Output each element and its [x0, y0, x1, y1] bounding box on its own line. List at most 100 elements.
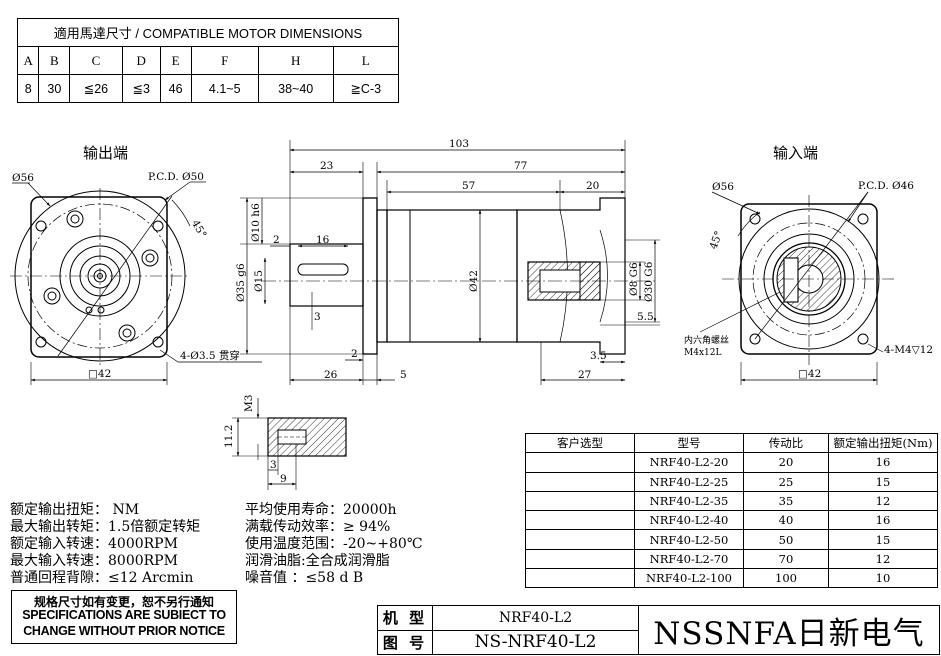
cell-ratio: 25 — [743, 471, 829, 492]
model-label: 机 型 — [377, 605, 433, 631]
spec-noise: 噪音值 ：≤58 d B — [245, 570, 364, 586]
dim-5-5: 5.5 — [637, 311, 654, 323]
cell-ratio: 100 — [743, 568, 829, 589]
output-end-view: 输出端 Ø56 P.C.D. Ø50 45° 4-Ø3.5 贯穿 □4 — [10, 144, 262, 385]
drawing-number-label: 图 号 — [377, 629, 433, 655]
key-m3: M3 — [243, 395, 255, 412]
dim-27: 27 — [578, 369, 591, 381]
cell-model: NRF40-L2-25 — [634, 471, 744, 492]
motor-col-letter: E — [159, 46, 192, 75]
dim-20: 20 — [586, 180, 599, 192]
input-dia56-label: Ø56 — [712, 181, 734, 193]
spec-change-notice: 规格尺寸如有变更，恕不另行通知 SPECIFICATIONS ARE SUBIE… — [11, 590, 237, 644]
model-col-header: 型号 — [634, 432, 744, 454]
cell-ratio: 70 — [743, 548, 829, 570]
cell-customer — [525, 510, 635, 531]
output-dia56-label: Ø56 — [12, 172, 34, 184]
notice-line-en1: SPECIFICATIONS ARE SUBIECT TO — [22, 608, 226, 622]
compatible-motor-table: 適用馬達尺寸 / COMPATIBLE MOTOR DIMENSIONS A B… — [16, 18, 399, 103]
model-col-header: 传动比 — [743, 432, 829, 454]
spec-efficiency: 满载传动效率：≥ 94% — [245, 519, 391, 535]
cell-torque: 15 — [828, 471, 938, 492]
input-end-view: 输入端 Ø56 P.C.D. Ø46 45° 内六角螺丝 M4x12L 4-M4… — [684, 144, 933, 385]
key-3: 3 — [270, 459, 277, 471]
cell-torque: 16 — [828, 510, 938, 531]
input-screw-size-label: M4x12L — [684, 348, 721, 358]
motor-value: 4.1~5 — [190, 74, 259, 103]
cell-torque: 10 — [828, 568, 938, 589]
cell-ratio: 20 — [743, 452, 829, 473]
cell-ratio: 40 — [743, 510, 829, 531]
spec-temperature: 使用温度范围：-20~+80℃ — [245, 536, 423, 552]
cell-customer — [525, 452, 635, 473]
cell-model: NRF40-L2-100 — [634, 568, 744, 589]
cell-torque: 12 — [828, 490, 938, 512]
motor-value: 38~40 — [257, 74, 334, 103]
output-holes-label: 4-Ø3.5 贯穿 — [180, 349, 240, 362]
cell-torque: 15 — [828, 529, 938, 550]
output-pcd-label: P.C.D. Ø50 — [148, 171, 204, 183]
motor-value: ≧C-3 — [332, 74, 399, 103]
motor-value: ≦26 — [69, 74, 123, 103]
dim-dia8: Ø8 G6 — [628, 262, 640, 296]
key-detail-view: M3 11.2 3 9 — [223, 395, 347, 490]
input-pcd-label: P.C.D. Ø46 — [858, 180, 914, 192]
model-col-header: 客户选型 — [525, 432, 635, 454]
spec-max-speed: 最大输入转速：8000RPM — [10, 553, 178, 569]
input-screw-label: 内六角螺丝 — [684, 334, 729, 346]
input-square-label: □42 — [798, 368, 821, 380]
dim-5: 5 — [400, 369, 407, 381]
spec-rated-torque: 额定输出扭矩： NM — [10, 502, 140, 518]
spec-backlash: 普通回程背隙：≤12 Arcmin — [10, 570, 194, 586]
drawing-number-value: NS-NRF40-L2 — [432, 629, 639, 655]
cell-torque: 12 — [828, 548, 938, 570]
motor-col-letter: L — [332, 46, 399, 75]
key-9: 9 — [280, 473, 287, 485]
output-view-label: 输出端 — [83, 144, 128, 162]
dim-dia10: Ø10 h6 — [250, 203, 262, 242]
motor-table-title: 適用馬達尺寸 / COMPATIBLE MOTOR DIMENSIONS — [17, 18, 399, 47]
dim-23: 23 — [320, 160, 333, 172]
dim-2a: 2 — [273, 234, 280, 246]
output-square-label: □42 — [88, 368, 111, 380]
specs-right: 平均使用寿命：20000h 满载传动效率：≥ 94% 使用温度范围：-20~+8… — [245, 502, 422, 587]
notice-line-cn: 规格尺寸如有变更，恕不另行通知 — [33, 595, 214, 609]
dim-3: 3 — [314, 311, 321, 323]
notice-line-en2: CHANGE WITHOUT PRIOR NOTICE — [23, 624, 225, 638]
dim-3-5: 3.5 — [590, 350, 607, 362]
cell-model: NRF40-L2-50 — [634, 529, 744, 550]
cell-model: NRF40-L2-40 — [634, 510, 744, 531]
model-col-header: 额定输出扭矩(Nm) — [828, 432, 938, 454]
title-block: 机 型 NRF40-L2 NSSNFA日新电气 图 号 NS-NRF40-L2 — [377, 605, 940, 655]
cell-customer — [525, 568, 635, 589]
cell-ratio: 50 — [743, 529, 829, 550]
input-view-label: 输入端 — [773, 144, 818, 162]
gearbox-body — [386, 209, 518, 343]
motor-value: ≦3 — [121, 74, 161, 103]
spec-rated-speed: 额定输入转速：4000RPM — [10, 536, 178, 552]
side-section-view: 103 23 77 57 20 2 16 3 2 26 5 27 3.5 5.5… — [235, 138, 660, 385]
spec-life: 平均使用寿命：20000h — [245, 502, 397, 518]
input-angle-label: 45° — [708, 229, 726, 251]
dim-26: 26 — [324, 369, 338, 381]
cell-customer — [525, 548, 635, 570]
cell-customer — [525, 471, 635, 492]
output-flange-square — [30, 196, 168, 358]
dim-dia15: Ø15 — [253, 270, 265, 292]
cell-torque: 16 — [828, 452, 938, 473]
cell-customer — [525, 529, 635, 550]
specs-left: 额定输出扭矩： NM 最大输出转矩：1.5倍额定转矩 额定输入转速：4000RP… — [10, 502, 200, 587]
model-value: NRF40-L2 — [432, 605, 639, 631]
motor-value: 46 — [159, 74, 192, 103]
dim-2b: 2 — [351, 348, 358, 360]
dim-77: 77 — [514, 160, 527, 172]
